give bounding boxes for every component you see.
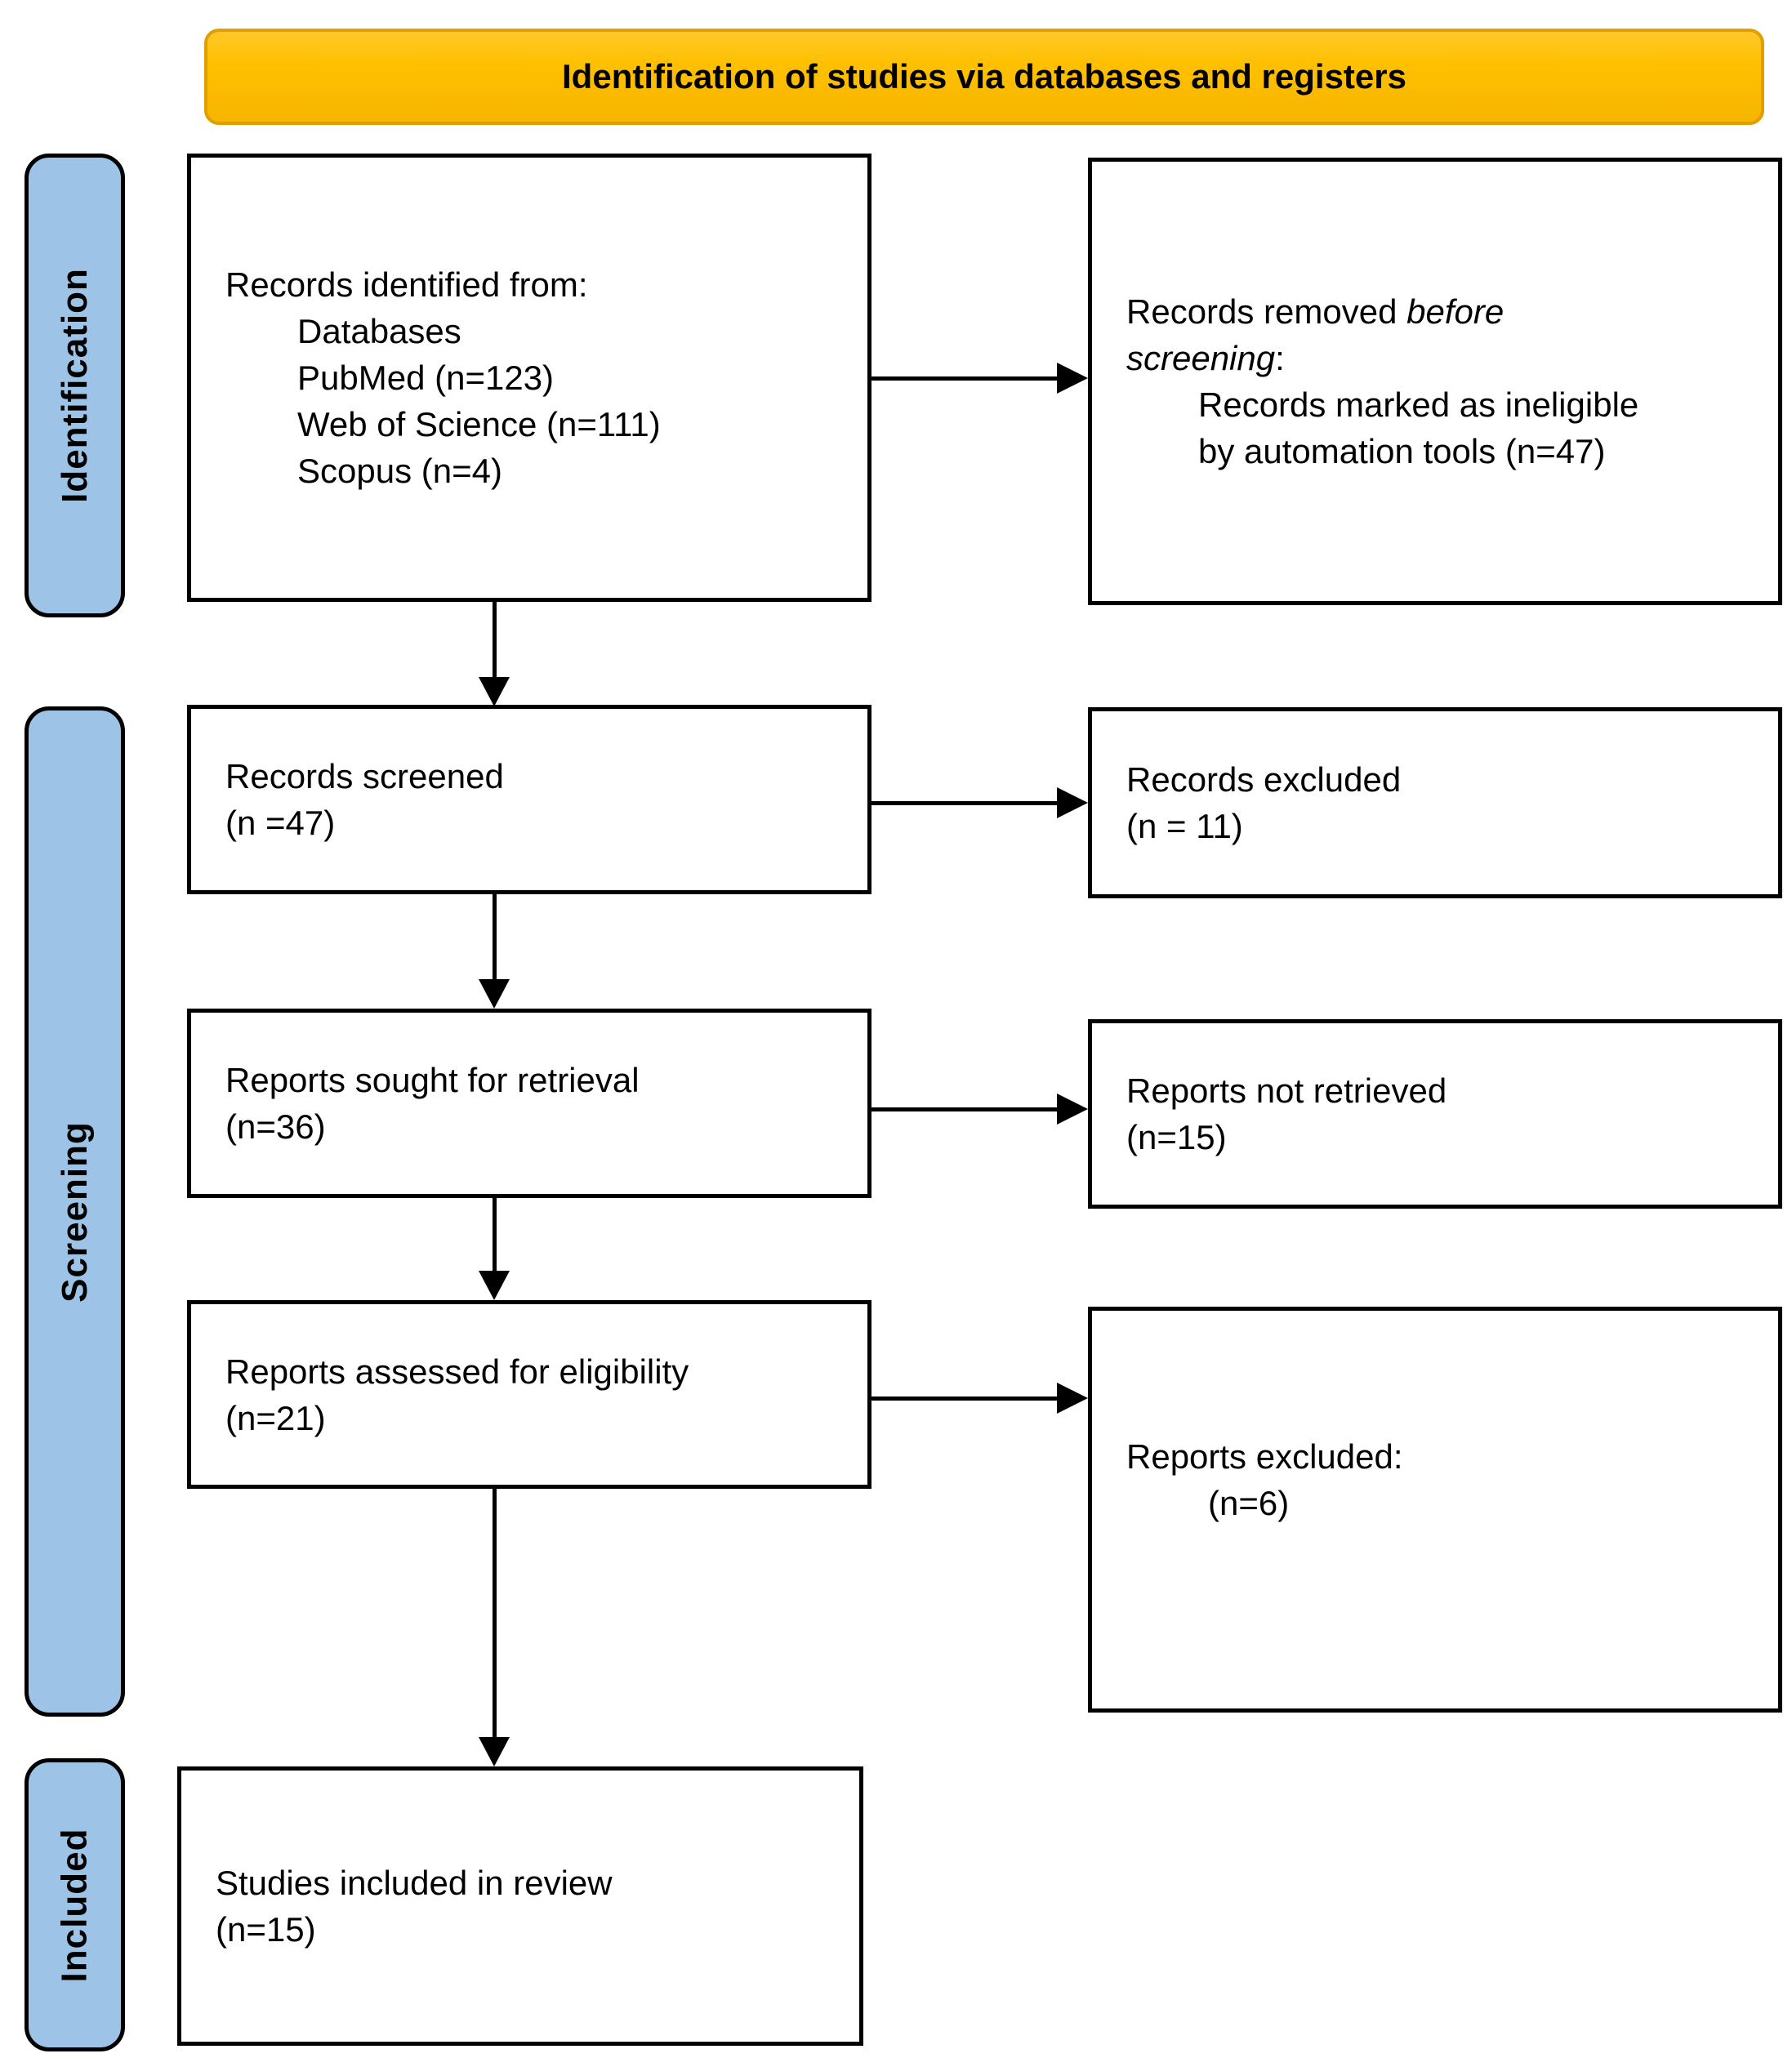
box-records-excluded: Records excluded (n = 11) (1088, 707, 1782, 898)
stage-label-identification: Identification (25, 154, 125, 617)
text-line: (n=15) (1126, 1118, 1227, 1156)
stage-label-screening: Screening (25, 706, 125, 1717)
text-line: Reports sought for retrieval (225, 1061, 640, 1099)
stage-label-identification-text: Identification (54, 268, 95, 503)
box-records-identified: Records identified from: Databases PubMe… (187, 154, 871, 602)
text-line: (n=36) (225, 1107, 326, 1146)
text-line: Records removed before (1126, 288, 1759, 335)
banner-identification-via-databases: Identification of studies via databases … (204, 29, 1764, 125)
text-line: (n = 11) (1126, 807, 1243, 845)
right-arrow-line-1 (871, 376, 1057, 381)
text-line: Scopus (n=4) (297, 452, 502, 490)
right-arrow-line-2 (871, 801, 1057, 805)
down-arrowhead-icon-3 (479, 1271, 510, 1300)
down-arrow-line-2 (493, 894, 497, 979)
text-segment-italic: screening (1126, 339, 1276, 377)
down-arrowhead-icon-4 (479, 1737, 510, 1766)
text-line: (n=15) (216, 1910, 316, 1949)
banner-title: Identification of studies via databases … (562, 57, 1406, 96)
text-line: (n=6) (1208, 1484, 1290, 1522)
down-arrow-line-1 (493, 602, 497, 677)
box-reports-excluded: Reports excluded: (n=6) (1088, 1307, 1782, 1713)
text-segment: : (1275, 339, 1285, 377)
box-reports-assessed-for-eligibility: Reports assessed for eligibility (n=21) (187, 1300, 871, 1489)
down-arrowhead-icon-1 (479, 677, 510, 706)
text-segment: Records removed (1126, 292, 1407, 331)
text-line: Records identified from: (225, 265, 588, 304)
right-arrowhead-icon-1 (1057, 363, 1088, 394)
down-arrowhead-icon-2 (479, 979, 510, 1009)
right-arrowhead-icon-4 (1057, 1383, 1088, 1414)
down-arrow-line-3 (493, 1198, 497, 1271)
text-line: Reports excluded: (1126, 1437, 1403, 1476)
text-line: Databases (297, 312, 461, 350)
text-line: (n =47) (225, 804, 336, 842)
down-arrow-line-4 (493, 1489, 497, 1737)
box-studies-included-in-review: Studies included in review (n=15) (177, 1766, 863, 2046)
right-arrow-line-4 (871, 1396, 1057, 1401)
text-line: Records marked as ineligible (1198, 385, 1639, 424)
stage-label-included: Included (25, 1758, 125, 2051)
box-records-screened: Records screened (n =47) (187, 705, 871, 894)
text-line: (n=21) (225, 1398, 326, 1437)
stage-label-screening-text: Screening (54, 1120, 95, 1303)
box-reports-not-retrieved: Reports not retrieved (n=15) (1088, 1019, 1782, 1209)
right-arrowhead-icon-2 (1057, 787, 1088, 818)
text-line: PubMed (n=123) (297, 359, 555, 397)
right-arrow-line-3 (871, 1107, 1057, 1111)
box-reports-sought-for-retrieval: Reports sought for retrieval (n=36) (187, 1009, 871, 1198)
text-line: Records screened (225, 757, 504, 795)
text-segment-italic: before (1406, 292, 1504, 331)
text-line: Studies included in review (216, 1864, 613, 1902)
box-records-removed-before-screening: Records removed before screening: Record… (1088, 158, 1782, 605)
text-line: by automation tools (n=47) (1198, 432, 1606, 470)
text-line: Reports not retrieved (1126, 1071, 1447, 1110)
stage-label-included-text: Included (54, 1828, 95, 1982)
text-line: screening: (1126, 335, 1759, 381)
text-line: Reports assessed for eligibility (225, 1352, 689, 1391)
text-line: Web of Science (n=111) (297, 405, 661, 443)
right-arrowhead-icon-3 (1057, 1094, 1088, 1125)
text-line: Records excluded (1126, 760, 1402, 799)
